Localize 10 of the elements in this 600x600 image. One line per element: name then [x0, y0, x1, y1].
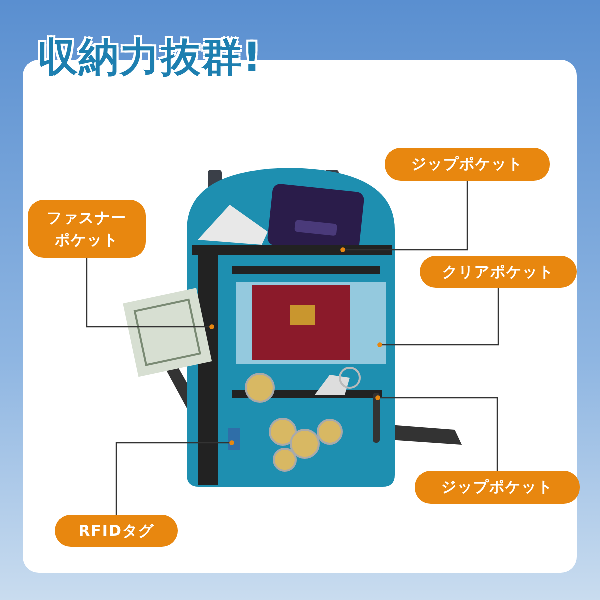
leader-line — [378, 288, 500, 348]
callout-label: ファスナーポケット — [28, 200, 146, 258]
leader-line — [86, 258, 214, 330]
callout-label: ジップポケット — [385, 148, 550, 181]
callout-label: クリアポケット — [420, 256, 577, 288]
leader-line — [376, 396, 498, 471]
callout-label: RFIDタグ — [55, 515, 178, 547]
leader-line — [340, 181, 468, 252]
leader-line — [116, 440, 234, 515]
callout-label: ジップポケット — [415, 471, 580, 504]
